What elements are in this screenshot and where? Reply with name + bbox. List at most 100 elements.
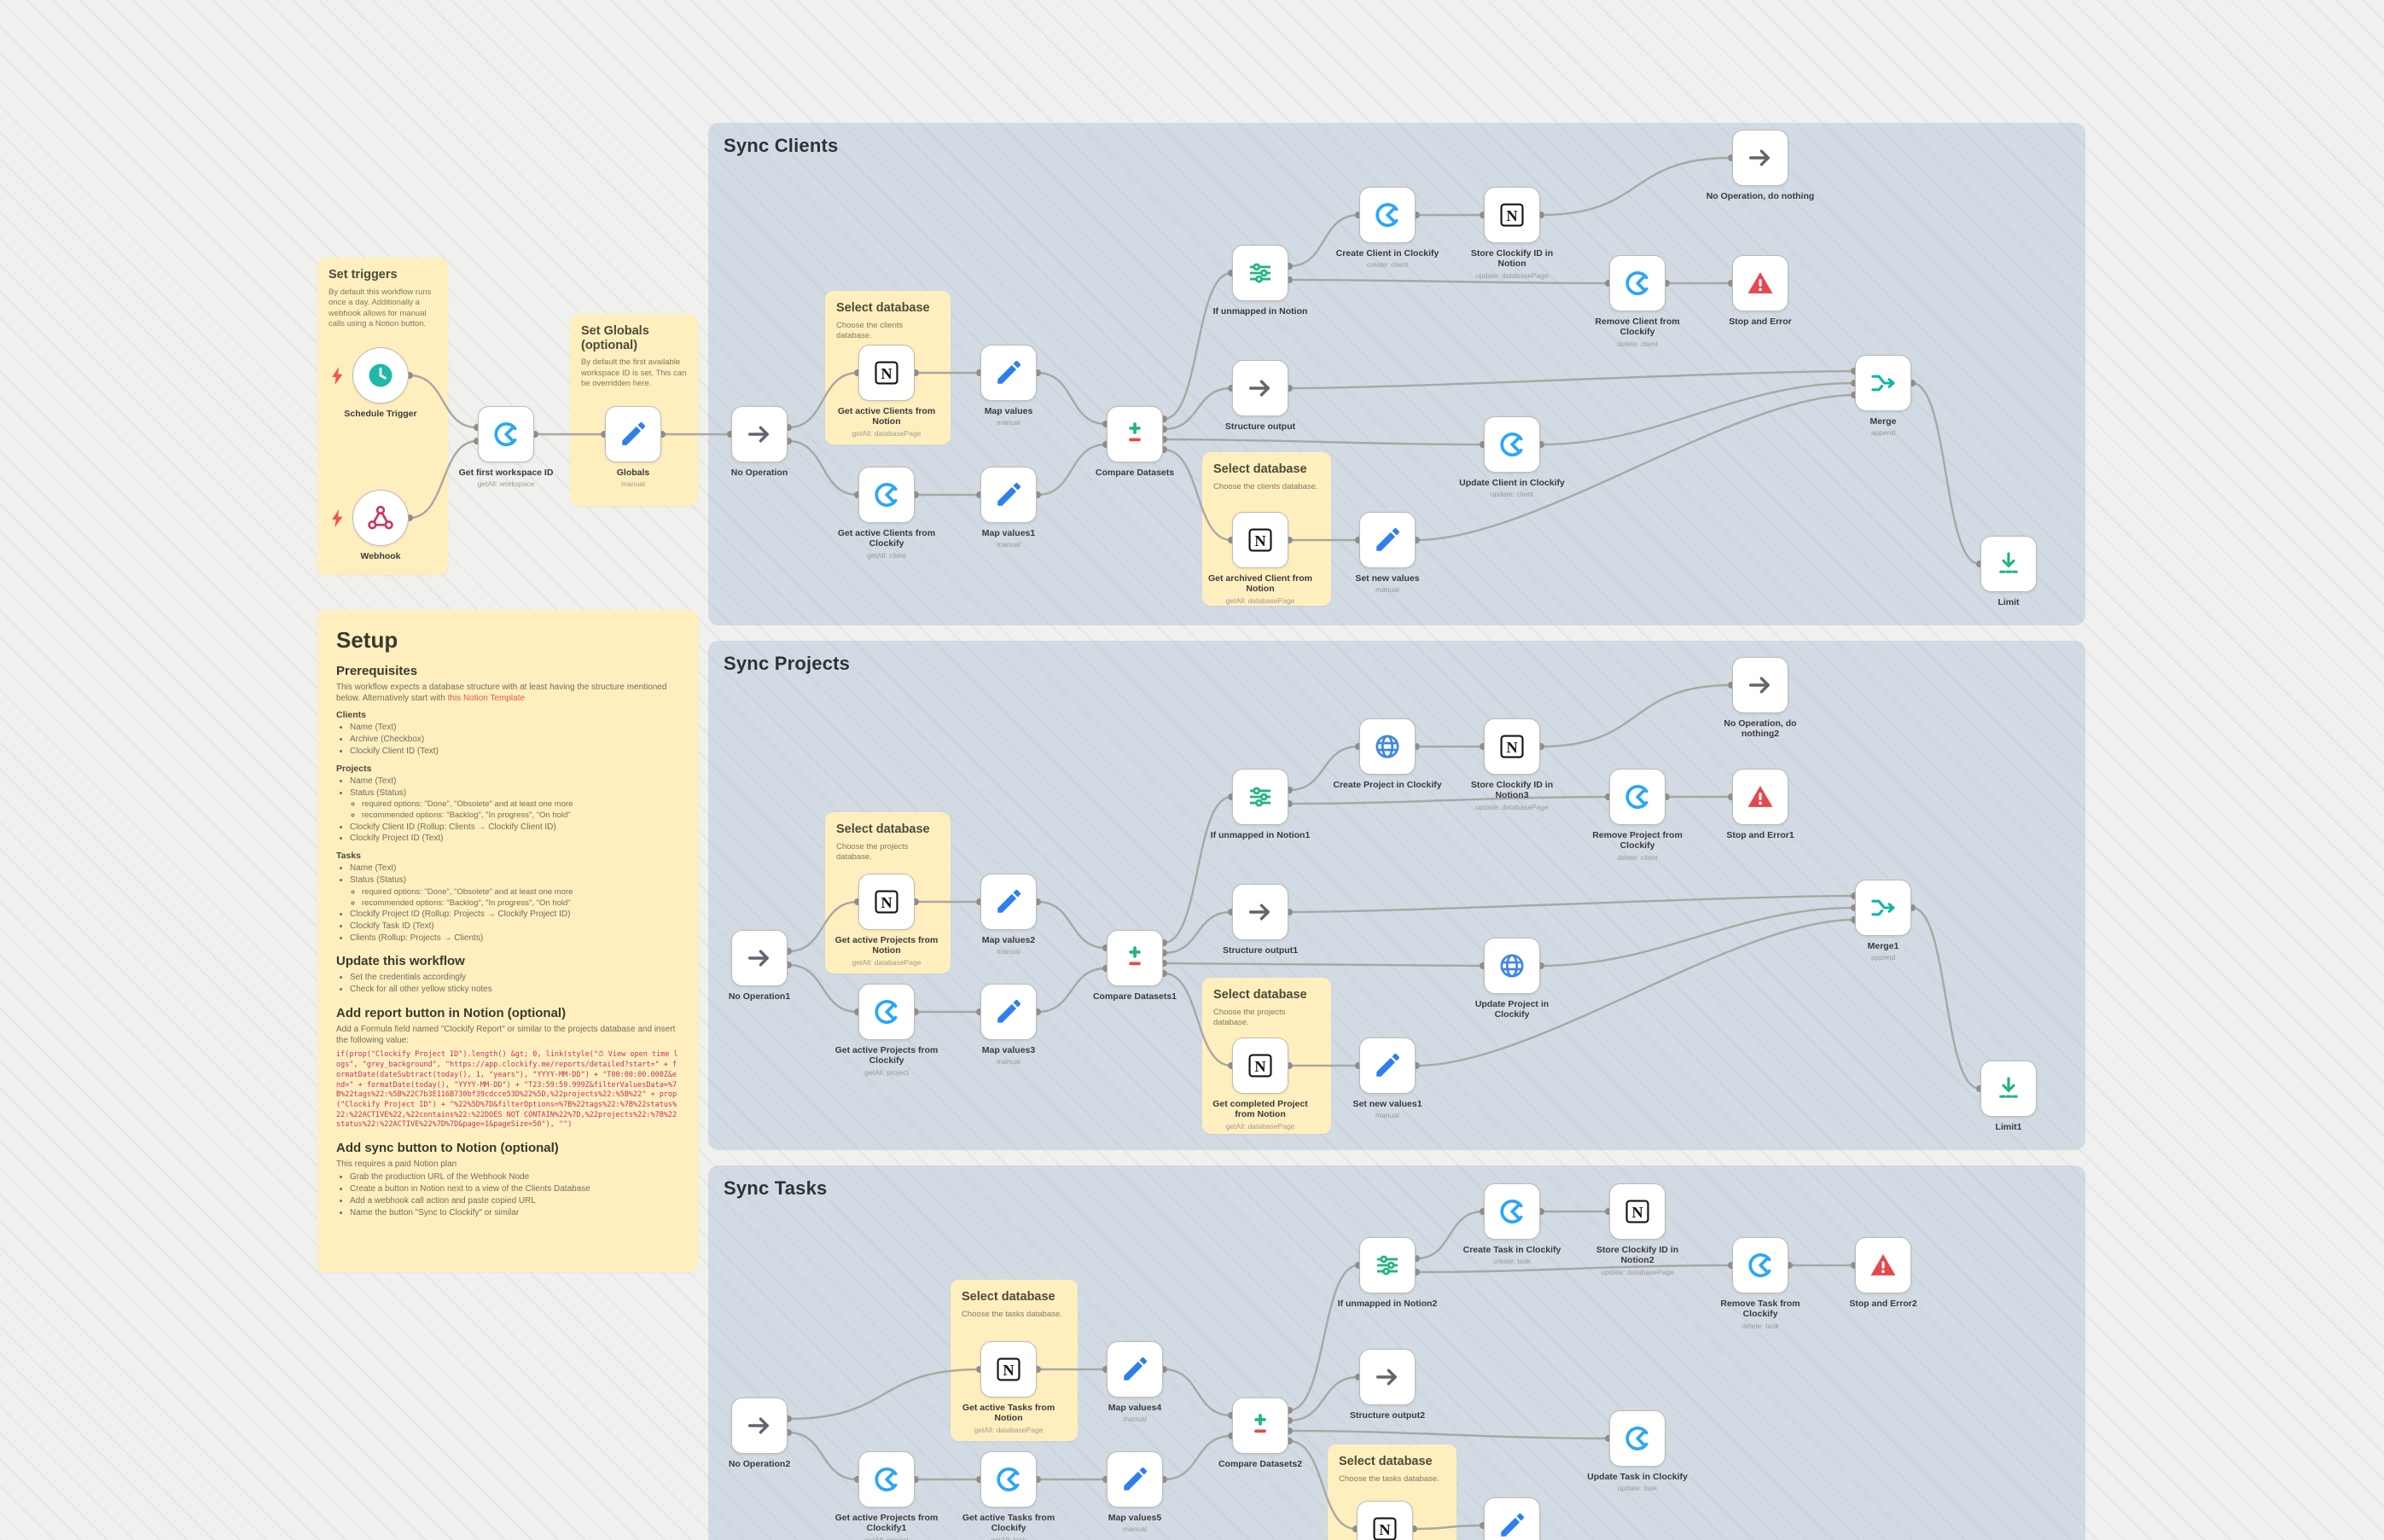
node-text: Limit bbox=[1954, 597, 2063, 607]
setup-h3-14: Add sync button to Notion (optional) bbox=[336, 1141, 559, 1156]
node-if-unmapped-notion2[interactable]: If unmapped in Notion2 bbox=[1338, 1237, 1437, 1309]
arrow-icon bbox=[1733, 131, 1788, 185]
group-title: Sync Projects bbox=[724, 653, 851, 674]
compare-icon bbox=[1233, 1398, 1288, 1453]
node-label: Map values bbox=[984, 406, 1033, 416]
node-label: Webhook bbox=[360, 551, 401, 561]
node-webhook[interactable]: Webhook bbox=[332, 490, 409, 561]
node-label: Store Clockify ID in Notion bbox=[1470, 248, 1554, 270]
node-compare-datasets2[interactable]: Compare Datasets2 bbox=[1218, 1398, 1302, 1469]
setup-h3-11: Add report button in Notion (optional) bbox=[336, 1005, 567, 1020]
node-stop-and-error1[interactable]: Stop and Error1 bbox=[1726, 769, 1794, 840]
sticky-note-set-globals[interactable]: Set Globals (optional)By default the fir… bbox=[570, 314, 698, 506]
node-label: No Operation, do nothing bbox=[1706, 191, 1815, 201]
setup-sublist-item: required options: "Done", "Obsolete" and… bbox=[362, 886, 679, 898]
node-label: Globals bbox=[616, 468, 650, 478]
arrow-icon bbox=[1233, 361, 1288, 416]
node-label: Create Client in Clockify bbox=[1335, 248, 1439, 259]
pencil-icon bbox=[981, 875, 1036, 929]
node-stop-and-error[interactable]: Stop and Error bbox=[1729, 255, 1792, 327]
node-update-project-clockify[interactable]: Update Project in Clockify bbox=[1475, 938, 1549, 1020]
notion-icon: N bbox=[1233, 1038, 1288, 1093]
node-structure-output2[interactable]: Structure output2 bbox=[1350, 1349, 1425, 1421]
node-schedule-trigger[interactable]: Schedule Trigger bbox=[332, 347, 417, 419]
node-noop-do-nothing2[interactable]: No Operation, do nothing2 bbox=[1724, 657, 1797, 739]
node-label: Remove Client from Clockify bbox=[1595, 317, 1680, 338]
node-text: Compare Datasets2 bbox=[1206, 1459, 1315, 1469]
clockify-icon bbox=[1485, 417, 1539, 472]
node-structure-output[interactable]: Structure output bbox=[1225, 360, 1295, 432]
node-set-new-values2[interactable]: Set new values2 bbox=[1484, 1497, 1540, 1540]
node-no-operation1[interactable]: No Operation1 bbox=[729, 930, 790, 1002]
node-structure-output1[interactable]: Structure output1 bbox=[1223, 884, 1298, 956]
node-compare-datasets[interactable]: Compare Datasets bbox=[1096, 406, 1174, 478]
svg-text:N: N bbox=[881, 894, 893, 911]
globe-icon bbox=[1485, 939, 1539, 993]
node-limit[interactable]: Limit bbox=[1980, 536, 2037, 607]
node-label: Get active Tasks from Notion bbox=[962, 1403, 1055, 1424]
node-limit1[interactable]: Limit1 bbox=[1980, 1061, 2037, 1132]
limit-icon bbox=[1981, 537, 2036, 591]
node-label: Get first workspace ID bbox=[458, 468, 554, 478]
node-text: Webhook bbox=[326, 551, 435, 561]
node-noop-do-nothing[interactable]: No Operation, do nothing bbox=[1707, 130, 1814, 201]
node-create-project-clockify[interactable]: Create Project in Clockify bbox=[1333, 718, 1442, 790]
node-compare-datasets1[interactable]: Compare Datasets1 bbox=[1093, 930, 1177, 1002]
node-no-operation[interactable]: No Operation bbox=[731, 406, 788, 478]
node-label: Remove Project from Clockify bbox=[1592, 830, 1683, 851]
svg-text:N: N bbox=[881, 365, 893, 382]
node-if-unmapped-notion[interactable]: If unmapped in Notion bbox=[1213, 245, 1307, 317]
node-subtitle: getAll: databasePage bbox=[1225, 1121, 1295, 1130]
node-no-operation2[interactable]: No Operation2 bbox=[729, 1398, 790, 1469]
node-stop-and-error2[interactable]: Stop and Error2 bbox=[1849, 1237, 1917, 1309]
node-subtitle: manual bbox=[997, 947, 1020, 956]
node-text: If unmapped in Notion2 bbox=[1333, 1299, 1442, 1309]
node-subtitle: manual bbox=[1123, 1415, 1147, 1424]
node-if-unmapped-notion1[interactable]: If unmapped in Notion1 bbox=[1211, 769, 1310, 840]
notion-template-link[interactable]: this Notion Template bbox=[447, 694, 526, 704]
setup-sublist: required options: "Done", "Obsolete" and… bbox=[350, 886, 679, 909]
node-label: No Operation1 bbox=[728, 991, 791, 1002]
notion-icon: N bbox=[1233, 513, 1288, 567]
